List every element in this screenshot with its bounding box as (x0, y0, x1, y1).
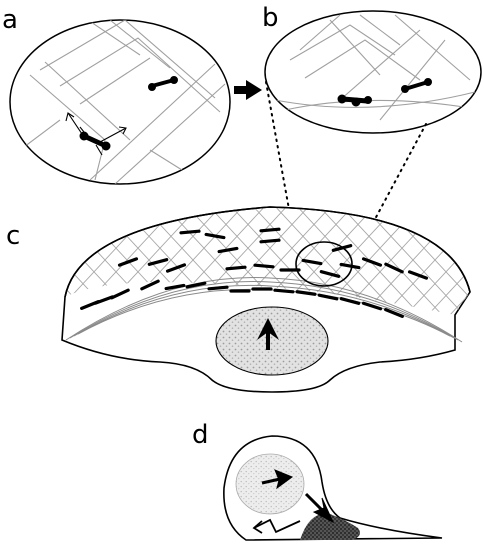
actin-filament (458, 190, 484, 330)
panel-d-label: d (192, 420, 209, 450)
actin-filament (480, 190, 484, 330)
panel-c: c (0, 190, 484, 392)
myosin-minifilament (275, 290, 293, 292)
panel-c-label: c (6, 221, 20, 251)
myosin-minifilament (261, 229, 279, 231)
panel-b: b (262, 3, 481, 133)
myosin-minifilament (255, 265, 273, 267)
actin-filament (0, 190, 16, 330)
panel-a-cell-outline (10, 20, 230, 184)
actin-filament (480, 190, 484, 330)
panel-b-label: b (262, 3, 279, 33)
panel-a: a (2, 5, 230, 184)
actin-filament (0, 190, 16, 330)
actin-filament (0, 190, 38, 330)
panel-d: d (192, 420, 442, 540)
panel-d-nucleus (236, 454, 304, 514)
myosin-minifilament (261, 240, 279, 242)
actin-filament (0, 190, 60, 330)
panel-c-nucleus (216, 307, 328, 375)
myosin-minifilament (227, 267, 245, 269)
panel-a-label: a (2, 5, 18, 35)
actin-filament (458, 190, 484, 330)
myosin-minifilament (181, 231, 199, 233)
actin-filament (0, 190, 60, 330)
panel-b-cell-outline (265, 11, 481, 133)
right-arrow-icon (234, 80, 262, 100)
myosin-minifilament (209, 287, 227, 289)
actin-filament (0, 190, 38, 330)
